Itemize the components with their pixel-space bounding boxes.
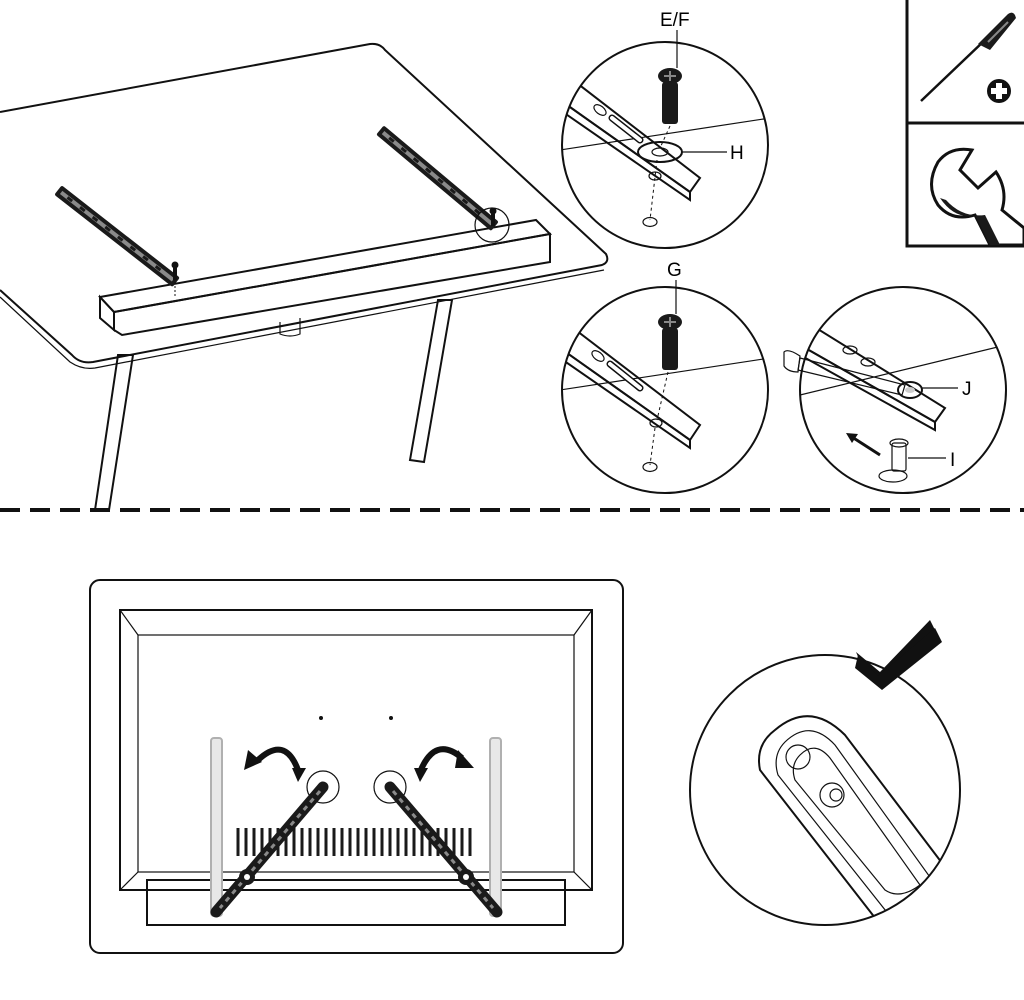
table-leg-left: [93, 354, 135, 511]
detail-circle-check: [689, 620, 961, 926]
bracket-angled-right: [384, 781, 503, 918]
phillips-symbol-icon: [987, 79, 1011, 103]
screw-small-left: [171, 261, 179, 296]
bracket-right: [376, 125, 499, 232]
tv-back: [119, 609, 593, 891]
phillips-screwdriver-icon: [920, 12, 1016, 102]
detail-circle-ef-h: E/F H: [561, 10, 769, 249]
soundbar: [98, 218, 553, 337]
detail-circle-j-i: J I: [783, 286, 1007, 494]
curved-rotate-arrow-icon: [244, 746, 306, 782]
tabletop: [0, 42, 609, 364]
label-h: H: [730, 143, 744, 164]
part-i: [878, 438, 909, 483]
checkmark-icon: [856, 620, 940, 683]
screw-small-right: [489, 207, 497, 226]
tool-box-wrench: [905, 123, 1024, 248]
wrench-icon: [930, 147, 1024, 247]
detail-highlight-circle: [474, 207, 510, 243]
table-scene: [0, 42, 609, 511]
direction-arrow-icon: [846, 433, 858, 443]
tv-panel-frame: [89, 579, 624, 954]
bracket-ghost-left: [210, 737, 223, 917]
label-i: I: [950, 450, 955, 471]
detail-circle-g: G: [561, 260, 769, 494]
table-leg-right: [408, 299, 454, 464]
bracket-ghost-right: [489, 737, 502, 917]
soundbar-rear: [146, 879, 566, 926]
screw-g: [649, 314, 682, 466]
tool-box-screwdriver: [905, 0, 1024, 125]
label-e-f: E/F: [660, 10, 690, 31]
label-g: G: [667, 260, 682, 281]
curved-rotate-arrow-icon: [414, 746, 474, 782]
screw-ef: [649, 68, 682, 221]
bracket-angled-left: [210, 781, 329, 918]
nut-j: [897, 381, 923, 399]
washer-h: [637, 141, 683, 163]
bracket-left: [54, 185, 180, 288]
label-j: J: [962, 379, 972, 400]
